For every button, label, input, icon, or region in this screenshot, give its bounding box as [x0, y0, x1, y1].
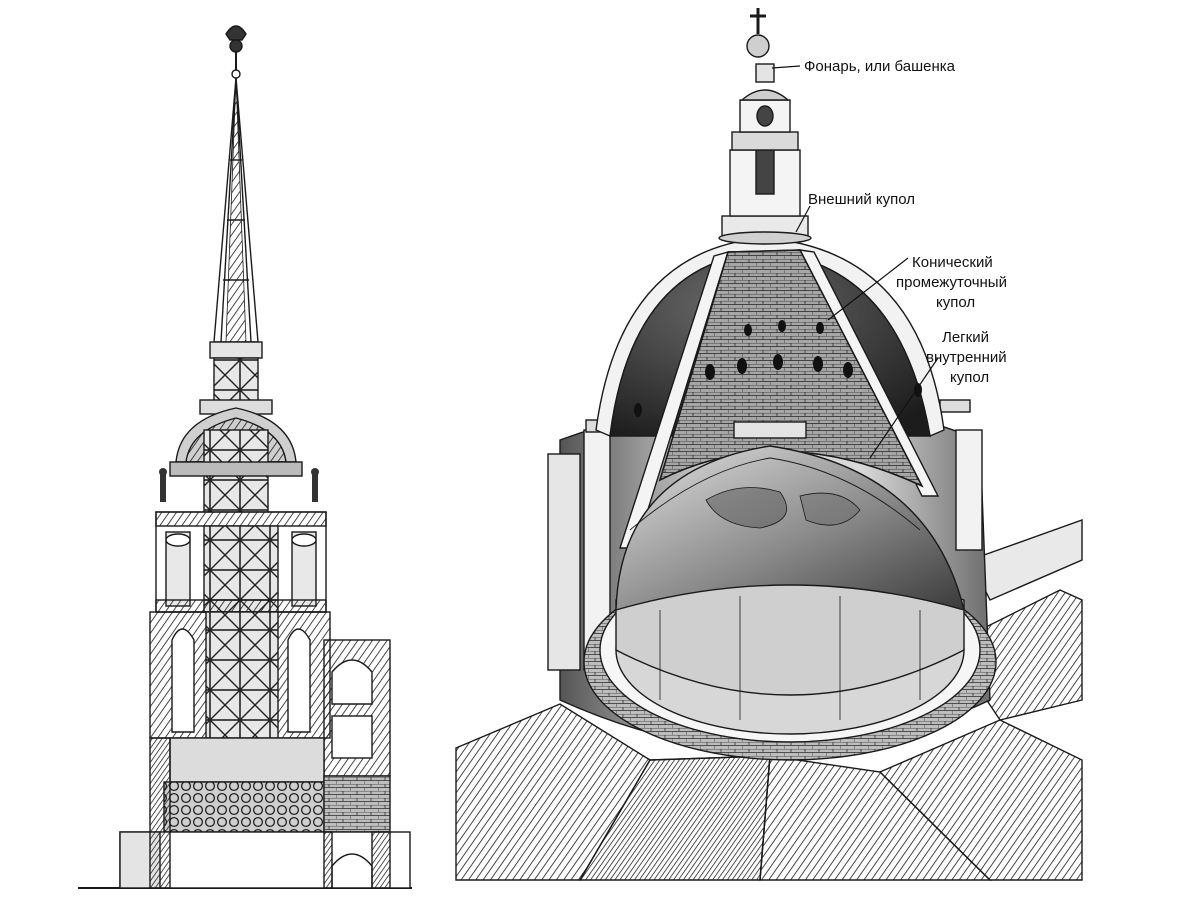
dome-lantern: [718, 8, 812, 245]
dome-roofs: [455, 519, 1083, 881]
spire-upper-tower: [155, 511, 327, 613]
leader-outer-dome: [795, 205, 811, 233]
label-lantern: Фонарь, или башенка: [804, 58, 956, 75]
leader-inner-dome: [869, 357, 939, 459]
label-inner-dome-line3: купол: [950, 369, 989, 386]
spire-section-drawing: [78, 25, 412, 889]
spire-needle: [213, 77, 259, 343]
leader-conical-dome: [827, 257, 909, 321]
spire-lower-tower: [149, 611, 331, 739]
label-conical-dome-line2: промежуточный: [896, 274, 1007, 291]
light-inner-dome: [615, 445, 965, 612]
spire-statues: [159, 468, 319, 502]
conical-intermediate-dome: [634, 249, 924, 488]
label-conical-dome-line3: купол: [936, 294, 975, 311]
spire-finial: [225, 25, 247, 79]
spire-lantern-stage: [199, 341, 273, 415]
leader-lantern: [771, 65, 801, 69]
dome-cut-ribs: [619, 249, 940, 549]
callout-leaders: [771, 65, 939, 459]
spire-base: [119, 737, 411, 889]
label-conical-dome-line1: Конический: [912, 254, 993, 271]
label-inner-dome-line2: внутренний: [926, 349, 1007, 366]
spire-cupola: [169, 407, 303, 521]
label-outer-dome: Внешний купол: [808, 191, 915, 208]
dome-cutaway-drawing: [455, 8, 1083, 881]
callout-labels: Фонарь, или башенка Внешний купол Кониче…: [804, 58, 1007, 386]
dome-drum-section: [583, 557, 997, 761]
spire-side-annex: [323, 639, 391, 777]
label-inner-dome-line1: Легкий: [942, 329, 989, 346]
